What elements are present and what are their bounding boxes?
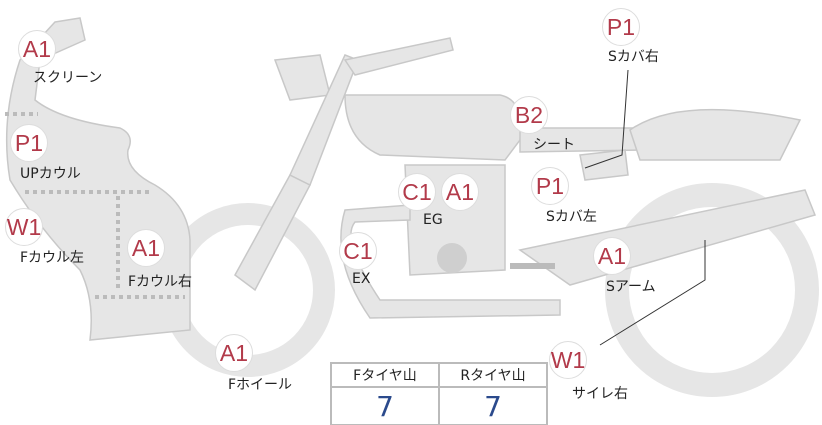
part-label: Fカウル左 xyxy=(20,250,85,266)
part-label: スクリーン xyxy=(33,70,103,86)
part-label: サイレ右 xyxy=(572,386,628,402)
part-label: Sカバ左 xyxy=(546,209,597,225)
damage-badge[interactable]: W1 xyxy=(5,208,43,246)
damage-badge[interactable]: P1 xyxy=(531,167,569,205)
rear-tire-header: Rタイヤ山 xyxy=(438,362,548,388)
damage-badge[interactable]: A1 xyxy=(593,237,631,275)
damage-badge[interactable]: A1 xyxy=(127,229,165,267)
rear-tire-value: 7 xyxy=(438,386,548,425)
damage-badge[interactable]: B2 xyxy=(510,96,548,134)
damage-badge[interactable]: W1 xyxy=(549,341,587,379)
damage-badge[interactable]: P1 xyxy=(10,124,48,162)
part-label: EG xyxy=(423,212,443,228)
damage-badge[interactable]: A1 xyxy=(441,173,479,211)
front-tire-value: 7 xyxy=(330,386,440,425)
part-label: Sカバ右 xyxy=(608,49,659,65)
damage-badge[interactable]: P1 xyxy=(602,8,640,46)
part-label: EX xyxy=(352,271,371,287)
damage-badge[interactable]: C1 xyxy=(398,173,436,211)
part-label: UPカウル xyxy=(20,166,81,182)
damage-badge[interactable]: C1 xyxy=(339,232,377,270)
part-label: Sアーム xyxy=(606,279,656,295)
damage-badge[interactable]: A1 xyxy=(215,334,253,372)
damage-badge[interactable]: A1 xyxy=(18,30,56,68)
part-label: Fカウル右 xyxy=(128,274,193,290)
part-label: Fホイール xyxy=(228,377,293,393)
front-tire-header: Fタイヤ山 xyxy=(330,362,440,388)
part-label: シート xyxy=(533,137,575,153)
